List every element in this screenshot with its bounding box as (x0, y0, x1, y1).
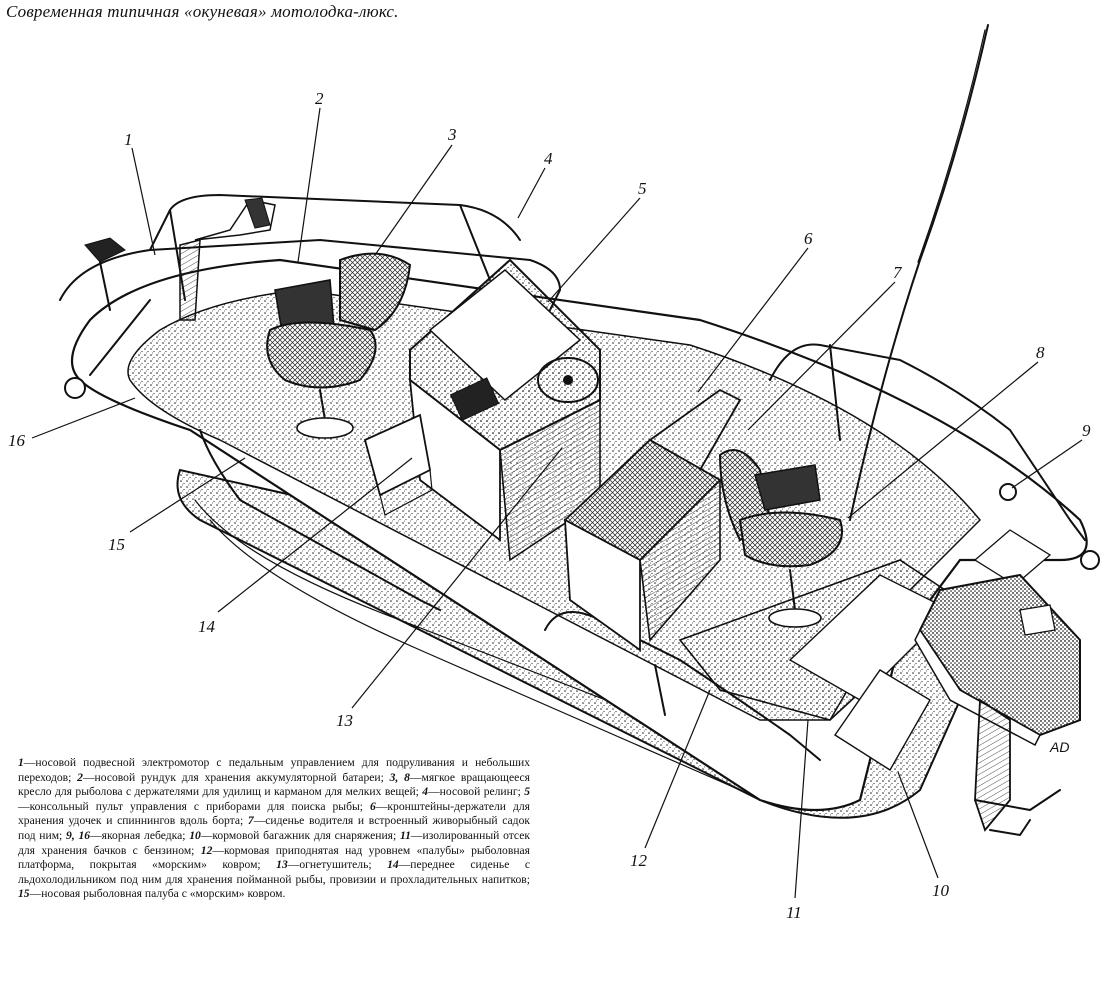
callout-14: 14 (198, 617, 216, 636)
legend-item-4: —носовой релинг; (428, 785, 525, 799)
legend-item-2: —носовой рундук для хранения аккумулятор… (82, 770, 390, 784)
legend-item-9: —кормовой багажник для снаряжения; (200, 828, 400, 842)
legend-item-10: —изолированный отсек для хранения бачков… (18, 828, 530, 857)
legend-num-2: 2 (77, 770, 83, 784)
callout-2: 2 (315, 89, 324, 108)
legend-num-1: 1 (18, 756, 24, 769)
callout-4: 4 (544, 149, 553, 168)
bow-trolling-motor (84, 197, 276, 321)
callout-5: 5 (638, 179, 647, 198)
legend-num-4: 4 (422, 785, 429, 799)
legend-num-9: 10 (189, 828, 201, 842)
legend-item-7: —сиденье водителя и встроенный живорыбны… (18, 814, 530, 842)
callout-6: 6 (804, 229, 813, 248)
leader-lines (31, 107, 1083, 899)
callout-8: 8 (1036, 343, 1045, 362)
legend-num-14: 15 (18, 887, 30, 901)
driver-seat-livewell (563, 388, 742, 652)
bow-chair (266, 252, 412, 439)
stern-rail (544, 343, 1086, 761)
legend-num-7: 7 (247, 814, 254, 828)
legend-num-11: 12 (200, 843, 213, 857)
callout-12: 12 (630, 851, 648, 870)
callout-10: 10 (932, 881, 950, 900)
legend-item-6: —кронштейны-держатели для хранения удоче… (18, 799, 530, 828)
callout-1: 1 (124, 130, 133, 149)
legend-item-1: —носовой подвесной электромотор с педаль… (18, 756, 530, 784)
antenna (849, 24, 989, 521)
stern-chair (718, 449, 843, 628)
legend-num-3: 3, 8 (389, 770, 410, 784)
legend-num-8: 9, 16 (66, 828, 91, 842)
callout-16: 16 (8, 431, 26, 450)
front-seat-cooler (363, 413, 433, 516)
legend-item-11: —кормовая приподнятая над уровнем «палуб… (18, 843, 530, 872)
legend-item-13: —переднее сиденье с льдохолодильником по… (18, 858, 530, 886)
legend-num-13: 14 (387, 858, 399, 872)
legend-item-5: —консольный пульт управления с приборами… (18, 799, 371, 813)
outboard-motor: AD (914, 573, 1081, 836)
legend-num-12: 13 (276, 858, 288, 872)
legend-item-14: —носовая рыболовная палуба с «морским» к… (29, 887, 286, 901)
legend-num-10: 11 (399, 828, 411, 842)
callout-13: 13 (336, 711, 353, 730)
bow-cleat (64, 377, 86, 399)
legend-item-3: —мягкое вращающееся кресло для рыболова … (18, 770, 531, 799)
svg-text:AD: AD (1049, 739, 1069, 755)
callout-7: 7 (893, 263, 903, 282)
callout-11: 11 (786, 903, 802, 922)
legend-item-8: —якорная лебедка; (90, 828, 190, 842)
stern-cleat (1080, 550, 1100, 570)
legend-num-5: 5 (524, 785, 531, 799)
callout-3: 3 (447, 125, 457, 144)
console (408, 258, 601, 562)
legend-num-6: 6 (370, 799, 376, 813)
legend-text: 1—носовой подвесной электромотор с педал… (18, 756, 530, 902)
side-rail (199, 429, 441, 611)
callout-9: 9 (1082, 421, 1091, 440)
legend-item-12: —огнетушитель; (287, 858, 388, 872)
legend-caption: 1—носовой подвесной электромотор с педал… (18, 756, 530, 902)
callout-15: 15 (108, 535, 125, 554)
figure-title: Современная типичная «окуневая» мотолодк… (6, 2, 399, 21)
